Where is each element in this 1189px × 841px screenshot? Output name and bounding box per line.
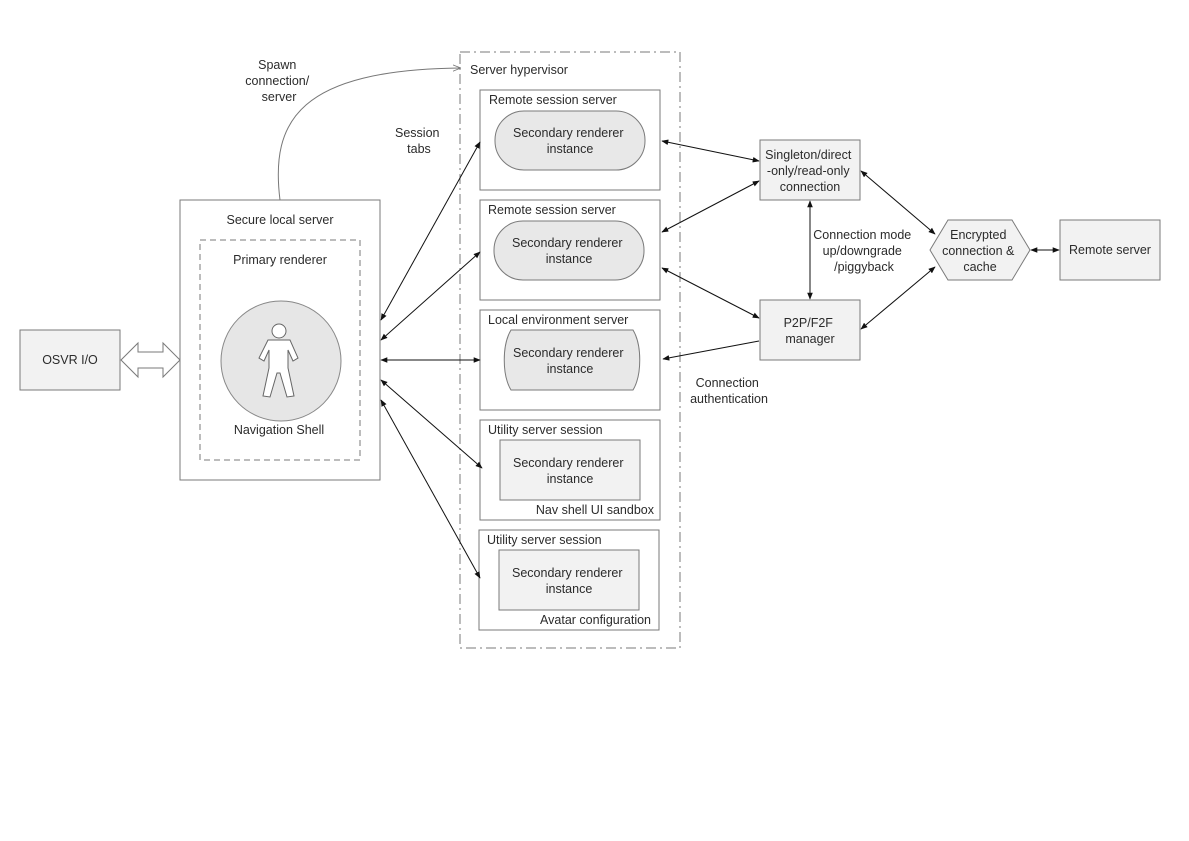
singleton-connection-node: Singleton/direct -only/read-only connect…	[759, 139, 861, 201]
secondary-renderer-1-shape	[494, 110, 646, 171]
remote-session-server-2-label: Remote session server	[488, 203, 616, 217]
local-environment-server-label: Local environment server	[488, 313, 628, 327]
secondary-renderer-4-label: Secondary renderer instance	[513, 456, 627, 486]
secondary-renderer-1-label: Secondary renderer instance	[513, 126, 627, 156]
utility-server-session-2-caption: Avatar configuration	[540, 613, 651, 627]
server-hypervisor-label: Server hypervisor	[470, 63, 568, 77]
session-arrows	[380, 141, 483, 579]
osvr-link-block-arrow	[120, 341, 181, 379]
arrow-to-remote-2	[380, 251, 481, 341]
server-hypervisor-container: Server hypervisor	[459, 51, 681, 649]
remote-server-label: Remote server	[1069, 243, 1151, 257]
spawn-connector	[277, 68, 460, 201]
encrypted-cache-node: Encrypted connection & cache	[929, 219, 1031, 281]
arrow-p2p-local-env	[662, 340, 760, 361]
primary-renderer-label: Primary renderer	[233, 253, 327, 267]
arrow-to-utility-2	[380, 399, 481, 579]
remote-session-server-1: Remote session server Secondary renderer…	[479, 89, 661, 191]
utility-server-session-2: Utility server session Secondary rendere…	[478, 529, 660, 631]
utility-server-session-1-label: Utility server session	[488, 423, 603, 437]
encrypted-cache-label: Encrypted connection & cache	[942, 228, 1018, 274]
secure-local-server-node: Secure local server Primary renderer Nav…	[179, 199, 381, 481]
p2p-manager-label: P2P/F2F manager	[784, 316, 837, 346]
connection-authentication-label: Connection authentication	[690, 376, 768, 406]
utility-server-session-2-label: Utility server session	[487, 533, 602, 547]
arrow-remote1-singleton	[661, 139, 760, 163]
arrow-remote2-p2p	[661, 267, 760, 319]
arrow-remote2-singleton	[661, 180, 760, 233]
secondary-renderer-5-shape	[498, 549, 640, 611]
person-icon	[258, 323, 299, 398]
remote-session-server-1-label: Remote session server	[489, 93, 617, 107]
primary-renderer-container	[199, 239, 361, 461]
secondary-renderer-3-label: Secondary renderer instance	[513, 346, 627, 376]
secondary-renderer-4-shape	[499, 439, 641, 501]
arrow-to-remote-1	[380, 141, 481, 321]
session-tabs-label: Session tabs	[395, 126, 443, 156]
connection-mode-label: Connection mode up/downgrade /piggyback	[813, 228, 914, 274]
spawn-label: Spawn connection/ server	[245, 58, 312, 104]
osvr-io-label: OSVR I/O	[42, 353, 98, 367]
singleton-connection-label: Singleton/direct -only/read-only connect…	[765, 148, 855, 194]
connection-arrows	[661, 139, 1060, 361]
secondary-renderer-5-label: Secondary renderer instance	[512, 566, 626, 596]
utility-server-session-1: Utility server session Secondary rendere…	[479, 419, 661, 521]
stored-data-shape	[503, 329, 641, 391]
arrow-singleton-encrypted	[860, 170, 936, 235]
secondary-renderer-2-shape	[493, 220, 645, 281]
utility-server-session-1-caption: Nav shell UI sandbox	[536, 503, 655, 517]
arrow-p2p-encrypted	[860, 266, 936, 330]
navigation-shell-label: Navigation Shell	[234, 423, 324, 437]
p2p-manager-node: P2P/F2F manager	[759, 299, 861, 361]
remote-server-node: Remote server	[1059, 219, 1161, 281]
local-environment-server: Local environment server Secondary rende…	[479, 309, 661, 411]
secondary-renderer-2-label: Secondary renderer instance	[512, 236, 626, 266]
secure-local-server-label: Secure local server	[227, 213, 334, 227]
remote-session-server-2: Remote session server Secondary renderer…	[479, 199, 661, 301]
osvr-io-node: OSVR I/O	[19, 329, 121, 391]
arrow-to-utility-1	[380, 379, 483, 469]
